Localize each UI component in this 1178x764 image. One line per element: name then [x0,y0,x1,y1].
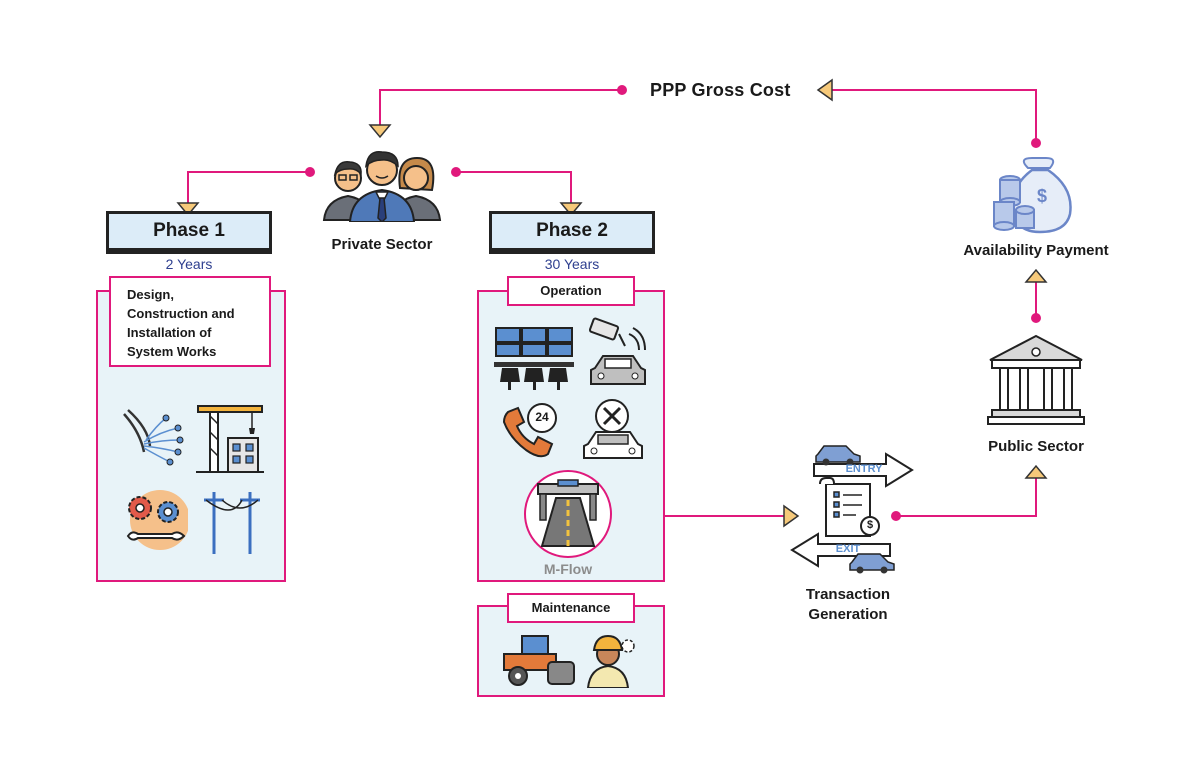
control-room-icon [492,326,576,390]
dollar-sign: $ [866,519,874,531]
phase-1-task-box: Design, Construction and Installation of… [109,276,271,367]
transaction-generation-label: Transaction Generation [780,585,916,625]
connector-dot [451,167,461,177]
arrow-head-up [1024,268,1048,283]
support-24-hours-text: 24 [535,410,549,424]
connector-dot [1031,138,1041,148]
money-bag-dollar: $ [1036,186,1047,206]
gears-wrench-icon [122,486,190,554]
government-building-icon [986,334,1086,426]
public-sector-label: Public Sector [988,438,1084,455]
arrow-head-left [816,78,833,102]
arrow-head-right [783,504,800,528]
private-sector-label: Private Sector [331,236,433,253]
arrow-head-down [176,202,200,217]
maintenance-label: Maintenance [507,593,635,623]
car-service-icon [582,396,644,462]
arrow-head-up [1024,464,1048,479]
exit-label: EXIT [835,543,861,555]
toll-gantry-icon [536,478,600,548]
m-flow-label: M-Flow [543,561,593,577]
transaction-line-1: Transaction [805,586,891,603]
worker-icon [584,632,636,689]
arrow-head-down [368,124,392,139]
task-line: Construction and [127,306,235,321]
traffic-camera-icon [585,314,651,392]
phase-2-box: Phase 2 [489,211,655,251]
phase-2-duration: 30 Years [544,256,600,272]
phase-1-box: Phase 1 [106,211,272,251]
money-bag-icon: $ [988,154,1074,236]
connector-dot [1031,313,1041,323]
task-line: System Works [127,344,217,359]
phase-1-duration: 2 Years [165,256,213,272]
task-line: Design, [127,287,174,302]
arrow-head-down [559,202,583,217]
task-line: Installation of [127,325,212,340]
connector-dot [617,85,627,95]
road-roller-icon [500,632,576,686]
fiber-optic-icon [120,402,186,468]
support-24-icon: 24 [500,402,564,462]
ppp-gross-cost-title: PPP Gross Cost [650,80,791,100]
transaction-icon: ENTRY EXIT $ [790,440,914,580]
availability-payment-label: Availability Payment [963,242,1109,259]
entry-label: ENTRY [845,463,883,475]
connector-dot [305,167,315,177]
operation-label: Operation [507,276,635,306]
transaction-line-2: Generation [808,606,888,623]
connector-dot [891,511,901,521]
business-people-icon [320,142,444,224]
power-poles-icon [200,486,264,556]
construction-crane-icon [196,400,264,474]
